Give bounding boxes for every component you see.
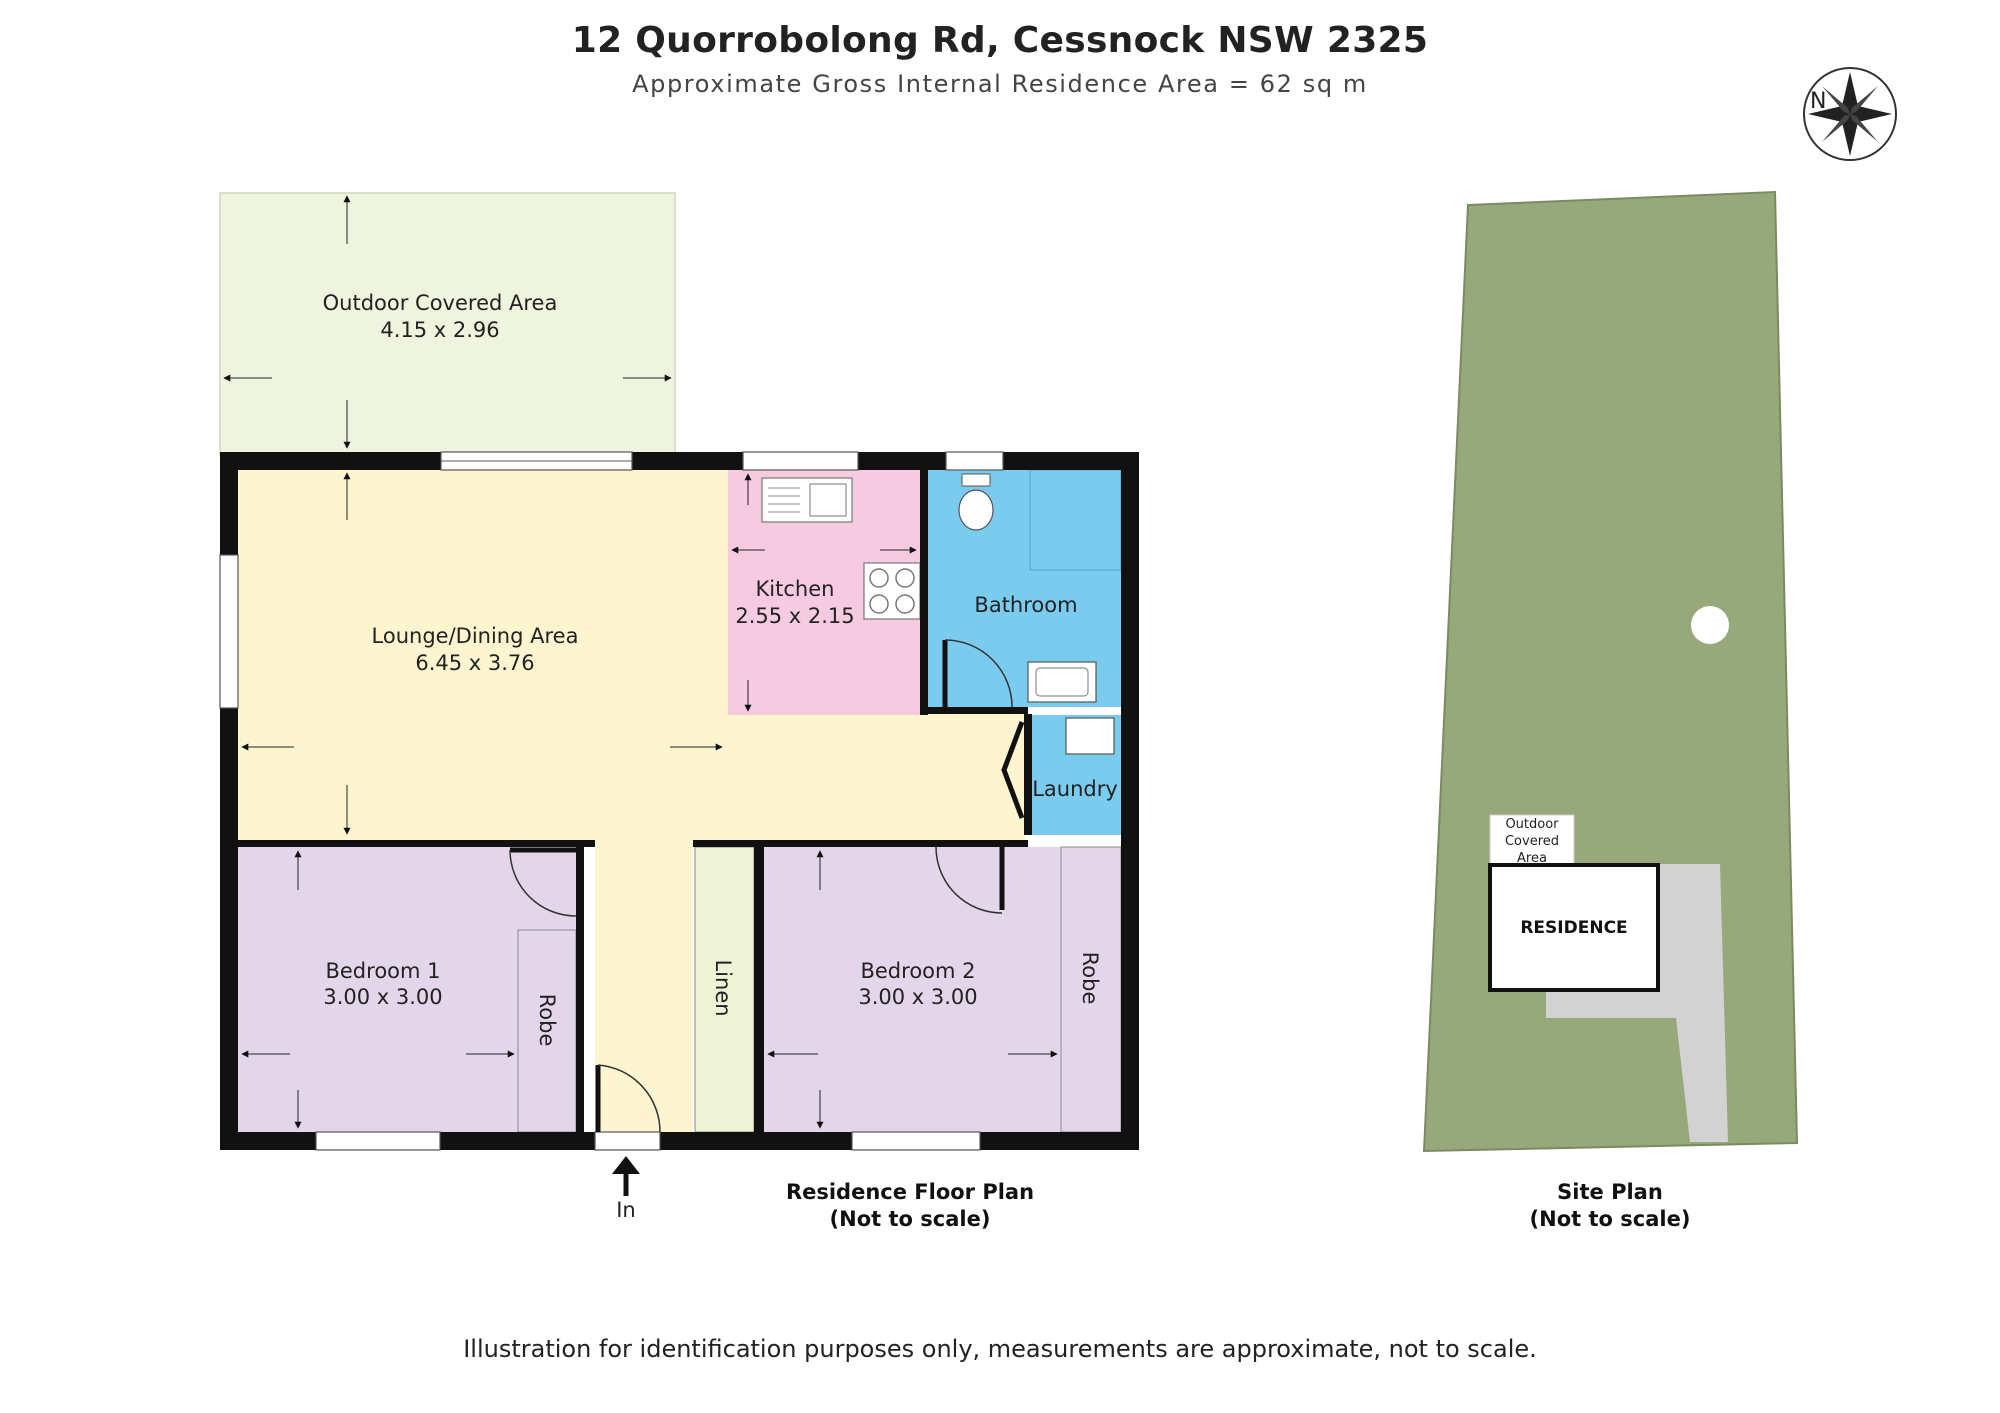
site-plan-caption-note: (Not to scale) bbox=[1529, 1207, 1691, 1231]
bedroom-2-label: Bedroom 2 bbox=[860, 959, 975, 983]
site-outdoor-label-3: Area bbox=[1517, 851, 1547, 866]
robe-1-label: Robe bbox=[535, 994, 559, 1047]
site-tree-marker bbox=[1691, 606, 1729, 644]
site-outdoor-label-2: Covered bbox=[1505, 834, 1559, 849]
page-title: 12 Quorrobolong Rd, Cessnock NSW 2325 bbox=[571, 20, 1429, 61]
toilet bbox=[958, 489, 994, 531]
robe-2 bbox=[1060, 846, 1122, 1133]
hallway-floor bbox=[595, 710, 1025, 840]
floor-plan-caption-title: Residence Floor Plan bbox=[785, 1180, 1035, 1204]
linen-cupboard bbox=[694, 846, 755, 1133]
front-door-opening bbox=[594, 1131, 661, 1151]
entry-arrow-icon bbox=[612, 1156, 640, 1174]
shower bbox=[1029, 469, 1122, 571]
kitchen-dims: 2.55 x 2.15 bbox=[735, 604, 854, 628]
outdoor-covered-area bbox=[219, 192, 676, 456]
north-label: N bbox=[1810, 89, 1827, 114]
site-plan-caption: Site Plan (Not to scale) bbox=[1460, 1179, 1760, 1233]
kitchen-label: Kitchen bbox=[756, 577, 835, 601]
bedroom-2-dims: 3.00 x 3.00 bbox=[858, 985, 977, 1009]
site-plan-caption-title: Site Plan bbox=[1557, 1180, 1663, 1204]
lounge-dims: 6.45 x 3.76 bbox=[415, 651, 534, 675]
area-subtitle: Approximate Gross Internal Residence Are… bbox=[632, 70, 1368, 98]
site-outdoor-label-1: Outdoor bbox=[1505, 817, 1559, 832]
floor-plan-caption: Residence Floor Plan (Not to scale) bbox=[760, 1179, 1060, 1233]
outdoor-dims: 4.15 x 2.96 bbox=[380, 318, 499, 342]
bathroom-label: Bathroom bbox=[974, 593, 1077, 617]
driveway bbox=[1546, 864, 1728, 1142]
entry-label: In bbox=[616, 1198, 636, 1222]
north-compass-icon bbox=[1803, 67, 1897, 161]
robe-1 bbox=[517, 929, 577, 1133]
lounge-label: Lounge/Dining Area bbox=[372, 624, 579, 648]
exterior-walls bbox=[220, 452, 1139, 1150]
site-outdoor-area bbox=[1489, 814, 1575, 866]
entry-corridor bbox=[595, 835, 693, 1135]
floor-plan-caption-note: (Not to scale) bbox=[829, 1207, 991, 1231]
bedroom-1-label: Bedroom 1 bbox=[325, 959, 440, 983]
linen-label: Linen bbox=[711, 959, 735, 1016]
site-residence-label: RESIDENCE bbox=[1520, 918, 1627, 938]
outdoor-label: Outdoor Covered Area bbox=[323, 291, 558, 315]
laundry-tub bbox=[1065, 717, 1115, 755]
bedroom-1-dims: 3.00 x 3.00 bbox=[323, 985, 442, 1009]
laundry-label: Laundry bbox=[1032, 777, 1118, 801]
site-residence bbox=[1488, 863, 1660, 992]
robe-2-label: Robe bbox=[1078, 952, 1102, 1005]
disclaimer-footer: Illustration for identification purposes… bbox=[463, 1335, 1537, 1363]
